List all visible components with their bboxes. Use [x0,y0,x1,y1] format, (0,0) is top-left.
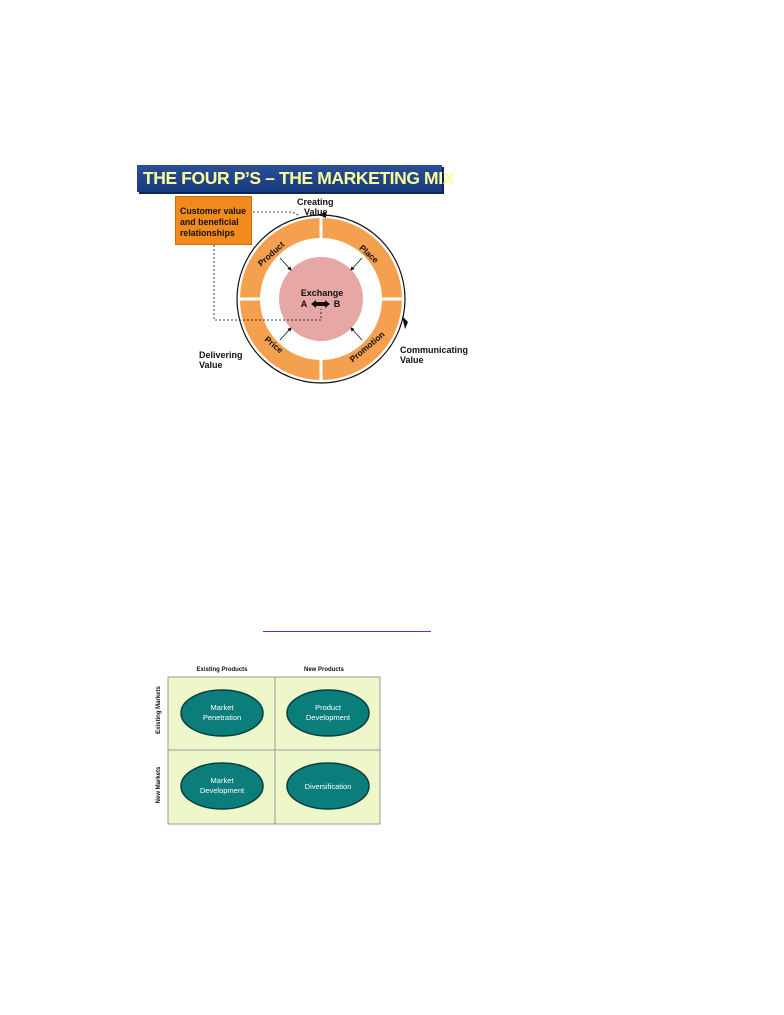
cell-product-development-line-1: Product [315,703,342,712]
ellipse-market-development [180,762,264,810]
hyperlink-underline[interactable] [263,631,431,632]
col-header-existing-products: Existing Products [196,667,248,673]
delivering-value-line-2: Value [199,360,223,370]
communicating-value-line-2: Value [400,355,424,365]
creating-value-line-2: Value [304,207,328,217]
arrow-product [279,257,292,271]
row-header-existing-markets: Existing Markets [156,686,162,734]
dashed-connector-top [253,211,301,217]
ellipse-diversification [286,762,370,810]
customer-value-line-1: Customer value [180,206,246,216]
exchange-a: A [301,299,308,309]
marketing-mix-diagram: Product Place Price Promotion Exchange A… [213,211,408,384]
delivering-value-line-1: Delivering [199,350,243,360]
arrow-place [350,257,363,271]
arrow-price [279,327,292,341]
cell-diversification: Diversification [305,782,352,791]
customer-value-line-2: and beneficial [180,217,239,227]
cell-market-penetration-line-1: Market [211,703,235,712]
cell-market-development-line-2: Development [200,786,245,795]
ellipse-product-development [286,689,370,737]
creating-value-line-1: Creating [297,197,334,207]
delivering-value-label: Delivering Value [199,350,243,370]
cell-market-development-line-1: Market [211,776,235,785]
ansoff-grid [167,676,381,825]
communicating-value-label: Communicating Value [400,345,468,365]
creating-value-label: Creating Value [297,197,334,217]
col-header-new-products: New Products [303,667,344,673]
arrow-promotion [350,327,363,341]
dashed-connector [213,245,322,321]
cycle-arrowhead [402,316,408,329]
exchange-double-arrow [311,300,330,308]
exchange-b: B [334,299,341,309]
exchange-label: Exchange [301,288,344,298]
customer-value-line-3: relationships [180,228,235,238]
exchange-circle [279,257,363,341]
diagram-title: THE FOUR P’S – THE MARKETING MIX [143,168,454,188]
customer-value-box: Customer value and beneficial relationsh… [175,196,252,245]
ellipse-market-penetration [180,689,264,737]
cycle-arrowhead-top [318,212,326,218]
row-header-new-markets: New Markets [156,766,162,804]
cell-product-development-line-2: Development [306,713,351,722]
title-banner [137,165,442,192]
cell-market-penetration-line-2: Penetration [203,713,241,722]
communicating-value-line-1: Communicating [400,345,469,355]
